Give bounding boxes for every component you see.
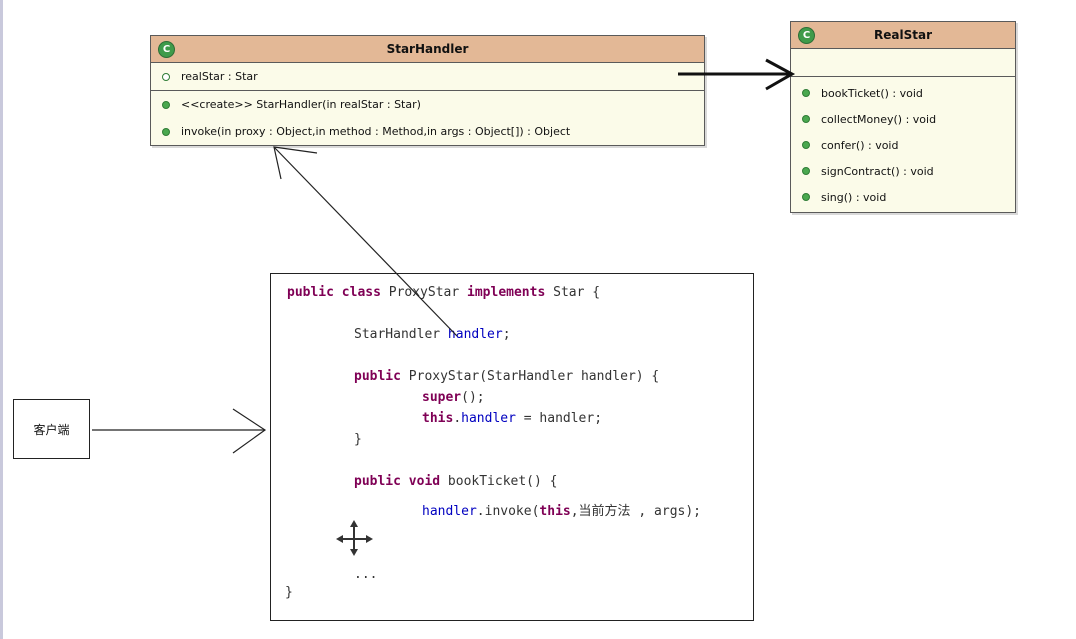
code-text: } [285,585,293,600]
class-header: C RealStar [791,22,1015,49]
operation-text: collectMoney() : void [821,112,937,126]
code-field: handler [447,327,503,342]
code-text: ProxyStar(StarHandler handler) { [400,369,660,384]
operation-text: confer() : void [821,138,899,152]
attribute-row: realStar : Star [151,63,704,90]
code-text: . [453,411,462,426]
public-method-icon [162,100,170,109]
public-method-icon [802,115,810,123]
operation-text: invoke(in proxy : Object,in method : Met… [181,125,571,138]
operation-row: <<create>> StarHandler(in realStar : Sta… [151,91,704,118]
operation-row: confer() : void [791,132,1015,158]
operations-section: bookTicket() : void collectMoney() : voi… [791,77,1015,212]
operation-text: sing() : void [821,190,887,204]
public-method-icon [802,89,810,97]
class-title: StarHandler [386,42,469,56]
operation-text: bookTicket() : void [821,86,923,100]
code-keyword: public void [354,474,441,489]
code-line: public class ProxyStar implements Star { [287,285,600,300]
code-line: public ProxyStar(StarHandler handler) { [354,369,659,384]
public-method-icon [162,127,170,136]
attributes-section: realStar : Star [151,63,704,91]
code-text: ... [354,567,378,582]
private-field-icon [162,72,170,81]
code-text: Star { [545,285,601,300]
code-text: ProxyStar [380,285,468,300]
code-line: this.handler = handler; [422,411,602,426]
code-keyword: implements [467,285,546,300]
public-method-icon [802,193,810,201]
code-line: handler.invoke(this,当前方法 , args); [422,500,701,519]
code-field: handler [422,504,477,519]
operation-text: signContract() : void [821,164,934,178]
code-field: handler [461,411,516,426]
proxy-star-code-box: public class ProxyStar implements Star {… [270,273,754,621]
client-arrow [92,408,267,454]
code-line: StarHandler handler; [354,327,511,342]
left-border [0,0,3,639]
code-text: bookTicket() { [440,474,558,489]
code-line: super(); [422,390,485,405]
attribute-text: realStar : Star [181,70,258,83]
code-text: StarHandler [354,327,448,342]
code-keyword: this [539,504,571,519]
operation-row: bookTicket() : void [791,80,1015,106]
code-keyword: public [354,369,401,384]
public-method-icon [802,141,810,149]
code-text: } [354,432,362,447]
code-keyword: super [422,390,462,405]
operation-row: sing() : void [791,184,1015,210]
class-title: RealStar [874,28,932,42]
operation-text: <<create>> StarHandler(in realStar : Sta… [181,98,421,111]
class-real-star[interactable]: C RealStar bookTicket() : void collectMo… [790,21,1016,213]
code-text: ,当前方法 , args); [570,504,702,519]
operations-section: <<create>> StarHandler(in realStar : Sta… [151,91,704,145]
code-line: } [354,432,362,447]
code-text: ; [502,327,511,342]
code-keyword: public class [287,285,381,300]
code-keyword: this [422,411,454,426]
client-box[interactable]: 客户端 [13,399,90,459]
code-text: (); [461,390,485,405]
code-text: = handler; [515,411,603,426]
code-line: public void bookTicket() { [354,474,558,489]
class-icon: C [798,27,815,44]
class-header: C StarHandler [151,36,704,63]
code-line: } [285,585,293,600]
operation-row: signContract() : void [791,158,1015,184]
operation-row: invoke(in proxy : Object,in method : Met… [151,118,704,145]
client-label: 客户端 [33,422,70,437]
public-method-icon [802,167,810,175]
attributes-section [791,49,1015,77]
code-line: ... [354,567,377,582]
class-icon: C [158,41,175,58]
operation-row: collectMoney() : void [791,106,1015,132]
code-text: .invoke( [476,504,540,519]
class-star-handler[interactable]: C StarHandler realStar : Star <<create>>… [150,35,705,146]
